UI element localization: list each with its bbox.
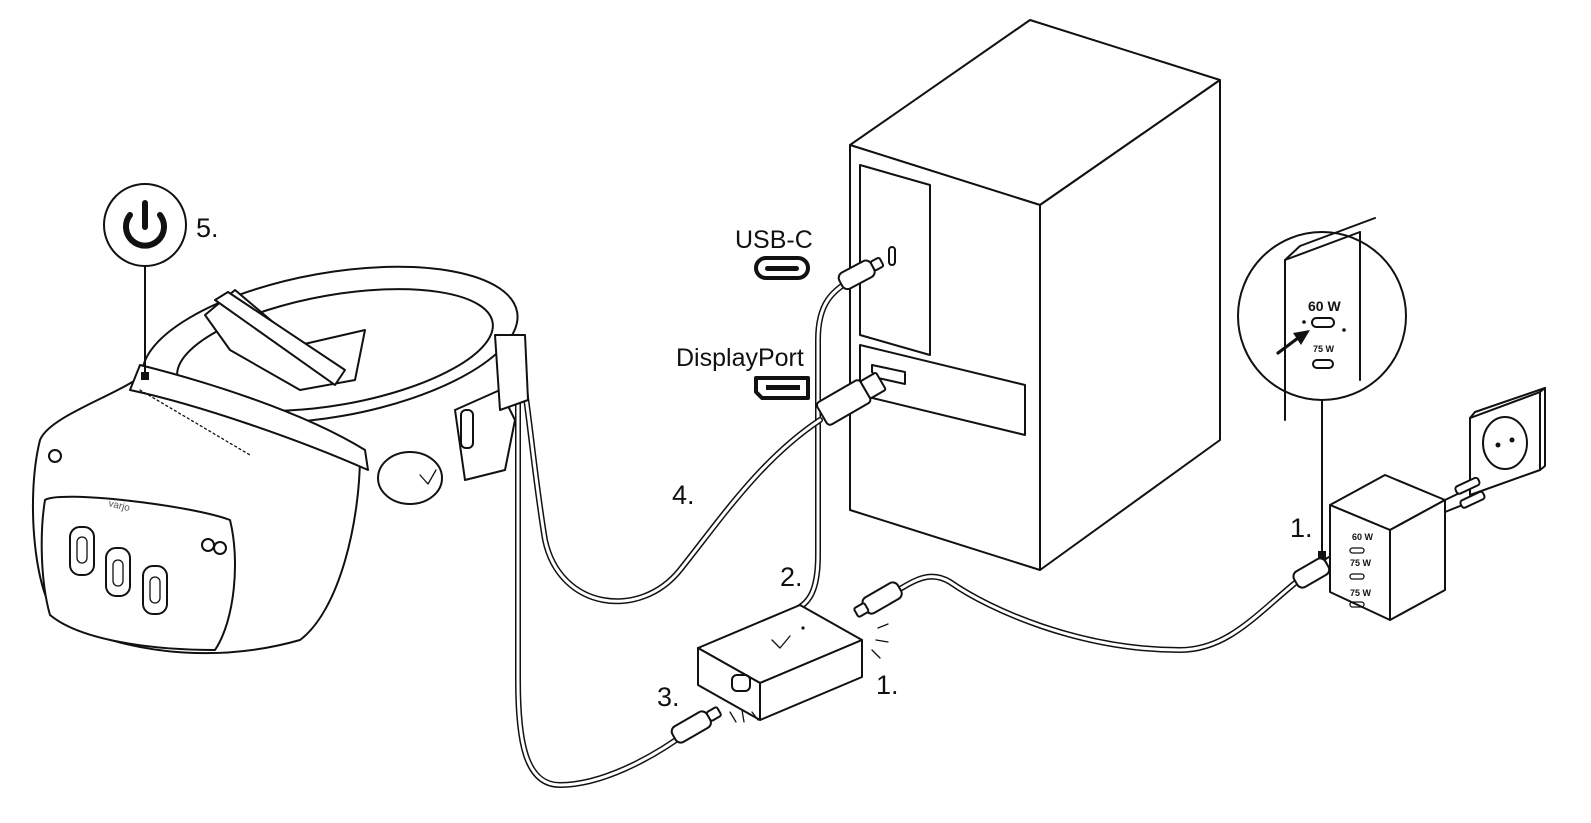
step-1-adapter-label: 1.	[876, 670, 899, 700]
usb-c-port-icon	[754, 256, 810, 280]
tower-displayport-port	[871, 364, 906, 385]
arrow-icon	[1276, 330, 1310, 355]
zoom-port-60w	[1311, 317, 1335, 328]
step-5-label: 5.	[196, 213, 219, 243]
tower-usb-c-port	[888, 246, 896, 266]
cables	[515, 272, 1308, 788]
charger-label-75w-2: 75 W	[1350, 588, 1372, 598]
step-1-charger-label: 1.	[1290, 513, 1313, 543]
cable-plugs	[670, 256, 1341, 744]
usb-c-label: USB-C	[735, 226, 813, 254]
usb-c-plug-tower	[837, 256, 885, 291]
power-charger: 60 W 75 W 75 W	[1329, 474, 1486, 621]
click-marks-adapter-power	[871, 623, 889, 659]
pc-tower	[849, 19, 1221, 571]
headset-brand: varjo	[107, 498, 131, 514]
vr-headset: varjo	[32, 265, 529, 655]
charger-label-75w-1: 75 W	[1350, 558, 1372, 568]
zoom-label-75w: 75 W	[1313, 344, 1335, 354]
step-3-label: 3.	[657, 682, 680, 712]
power-plug-adapter	[853, 581, 903, 618]
power-icon	[103, 183, 187, 267]
charger-label-60w: 60 W	[1352, 532, 1374, 542]
displayport-label: DisplayPort	[676, 344, 804, 372]
wall-socket	[1469, 387, 1546, 496]
link-box-adapter	[697, 604, 889, 723]
displayport-port-icon	[754, 376, 810, 400]
zoom-port-75w	[1312, 359, 1334, 369]
zoom-label-60w: 60 W	[1308, 298, 1341, 314]
step-4-label: 4.	[672, 480, 695, 510]
charger-zoom-callout: 60 W 75 W	[1237, 217, 1407, 559]
displayport-plug	[815, 372, 887, 426]
adapter-port	[731, 674, 751, 692]
step-2-label: 2.	[780, 562, 803, 592]
click-marks-headset-port	[729, 709, 759, 723]
headset-plug-adapter	[670, 706, 722, 744]
